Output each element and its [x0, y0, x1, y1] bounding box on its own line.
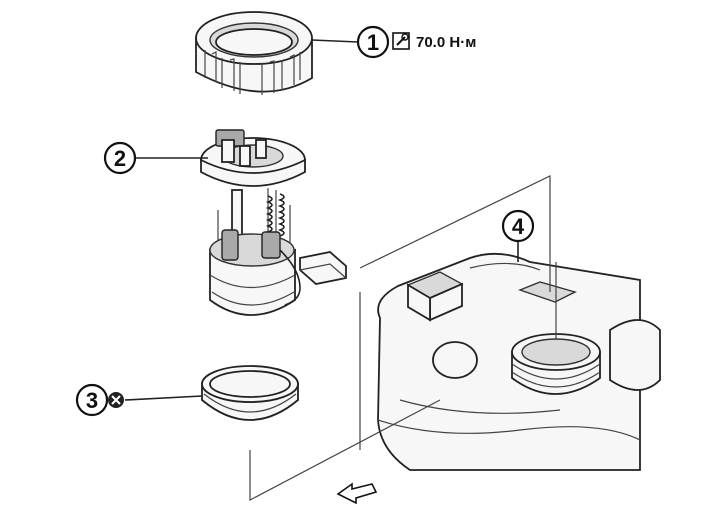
leader-lines — [124, 39, 519, 401]
front-direction-arrow-icon — [336, 482, 378, 505]
callout-2: 2 — [103, 141, 137, 175]
fuel-tank-part — [377, 252, 661, 471]
lock-ring-part — [195, 11, 313, 95]
callout-3: 3 — [75, 383, 109, 417]
fuel-pump-unit-part — [200, 129, 347, 316]
callout-2-label: 2 — [114, 146, 126, 171]
callout-3-label: 3 — [86, 388, 98, 413]
torque-value: 70.0 Н·м — [416, 34, 476, 51]
do-not-reuse-icon — [108, 392, 124, 408]
gasket-ring-part — [201, 365, 299, 421]
torque-wrench-icon — [392, 32, 410, 50]
callout-4-label: 4 — [512, 214, 525, 239]
callout-1: 1 — [356, 25, 390, 59]
assembly-guide-lines — [249, 175, 557, 501]
callout-1-label: 1 — [367, 30, 379, 55]
callout-4: 4 — [501, 209, 535, 243]
